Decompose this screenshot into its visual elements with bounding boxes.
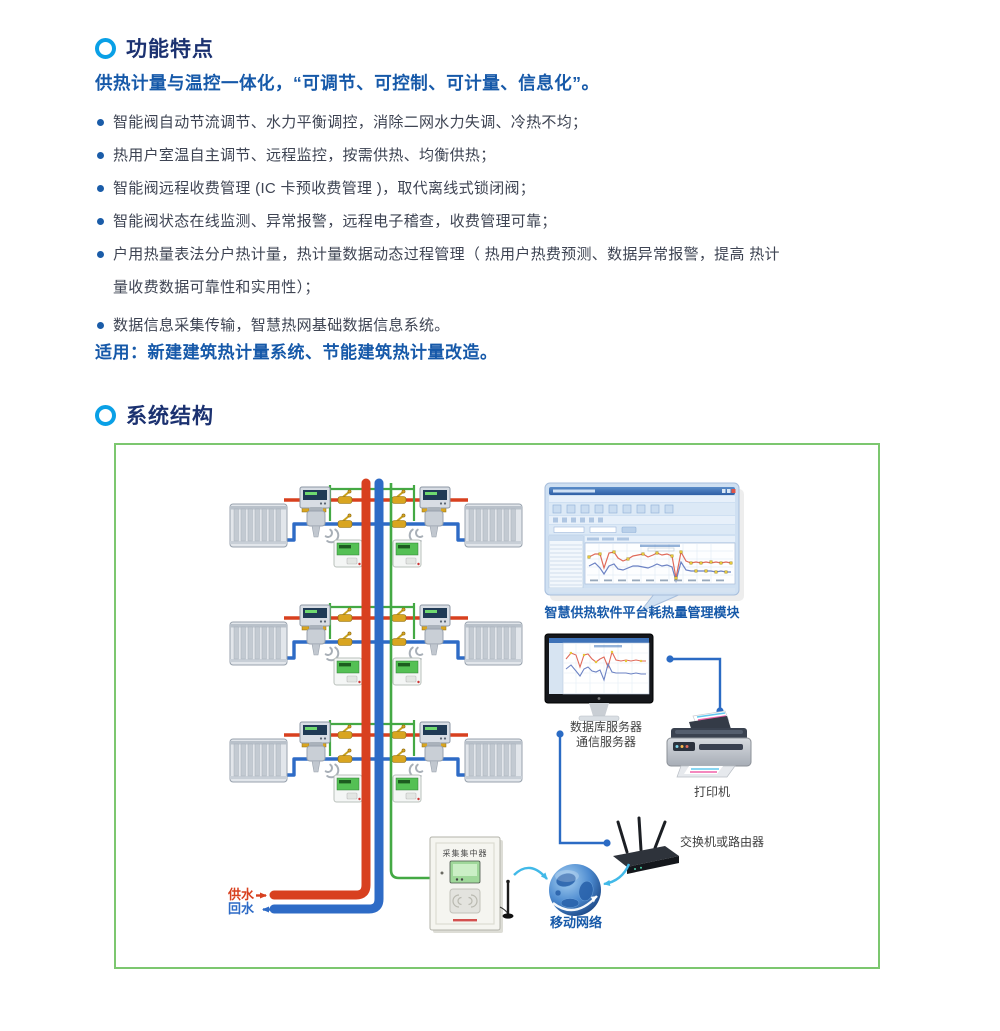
collector-cabinet-icon — [429, 836, 503, 933]
printer-label: 打印机 — [693, 785, 730, 799]
system-diagram: 智慧供热软件平台耗热量管理模块 数据库服务器 通信服务器 打印机 交换机或路由器… — [114, 443, 880, 969]
collector-to-network-arrow — [513, 866, 548, 880]
router-to-network-arrow — [603, 863, 631, 886]
system-diagram-graphics — [228, 478, 752, 933]
globe-icon — [549, 864, 601, 916]
feature-item: 热用户室温自主调节、远程监控，按需供热、均衡供热； — [95, 139, 785, 172]
collector-label: 采集集中器 — [442, 849, 488, 858]
feature-item: 户用热量表法分户热计量，热计量数据动态过程管理（ 热用户热费预测、数据异常报警，… — [95, 238, 785, 304]
data-bus-line — [389, 483, 430, 880]
return-pipe — [269, 478, 384, 914]
printer-icon — [666, 710, 752, 778]
system-title: 系统结构 — [126, 405, 214, 428]
features-header: 功能特点 — [95, 33, 214, 63]
feature-item: 智能阀自动节流调节、水力平衡调控，消除二网水力失调、冷热不均； — [95, 106, 785, 139]
system-header: 系统结构 — [95, 400, 214, 430]
server-label-line1: 数据库服务器 — [569, 720, 642, 734]
server-label: 数据库服务器 通信服务器 — [548, 720, 664, 750]
router-icon — [613, 816, 679, 874]
features-applicable: 适用：新建建筑热计量系统、节能建筑热计量改造。 — [95, 343, 498, 362]
return-water-label: 回水 — [228, 901, 255, 916]
mobile-network-label: 移动网络 — [549, 915, 602, 930]
router-label: 交换机或路由器 — [680, 835, 765, 849]
link-lines — [558, 657, 722, 845]
antenna-icon — [499, 879, 514, 919]
supply-pipe — [269, 478, 371, 900]
supply-water-label: 供水 — [228, 887, 255, 902]
features-list: 智能阀自动节流调节、水力平衡调控，消除二网水力失调、冷热不均； 热用户室温自主调… — [95, 106, 785, 342]
feature-item: 智能阀远程收费管理 (IC 卡预收费管理 )，取代离线式锁闭阀； — [95, 172, 785, 205]
features-lead: 供热计量与温控一体化，“可调节、可控制、可计量、信息化”。 — [95, 73, 600, 93]
software-window — [544, 482, 744, 613]
software-module-label: 智慧供热软件平台耗热量管理模块 — [544, 605, 740, 620]
section-ring-icon — [95, 37, 116, 59]
section-ring-icon — [95, 404, 116, 426]
server-monitor-icon — [544, 633, 654, 721]
server-label-line2: 通信服务器 — [575, 735, 636, 749]
feature-item: 数据信息采集传输，智慧热网基础数据信息系统。 — [95, 309, 785, 342]
feature-item: 智能阀状态在线监测、异常报警，远程电子稽查，收费管理可靠； — [95, 205, 785, 238]
features-title: 功能特点 — [126, 38, 214, 61]
